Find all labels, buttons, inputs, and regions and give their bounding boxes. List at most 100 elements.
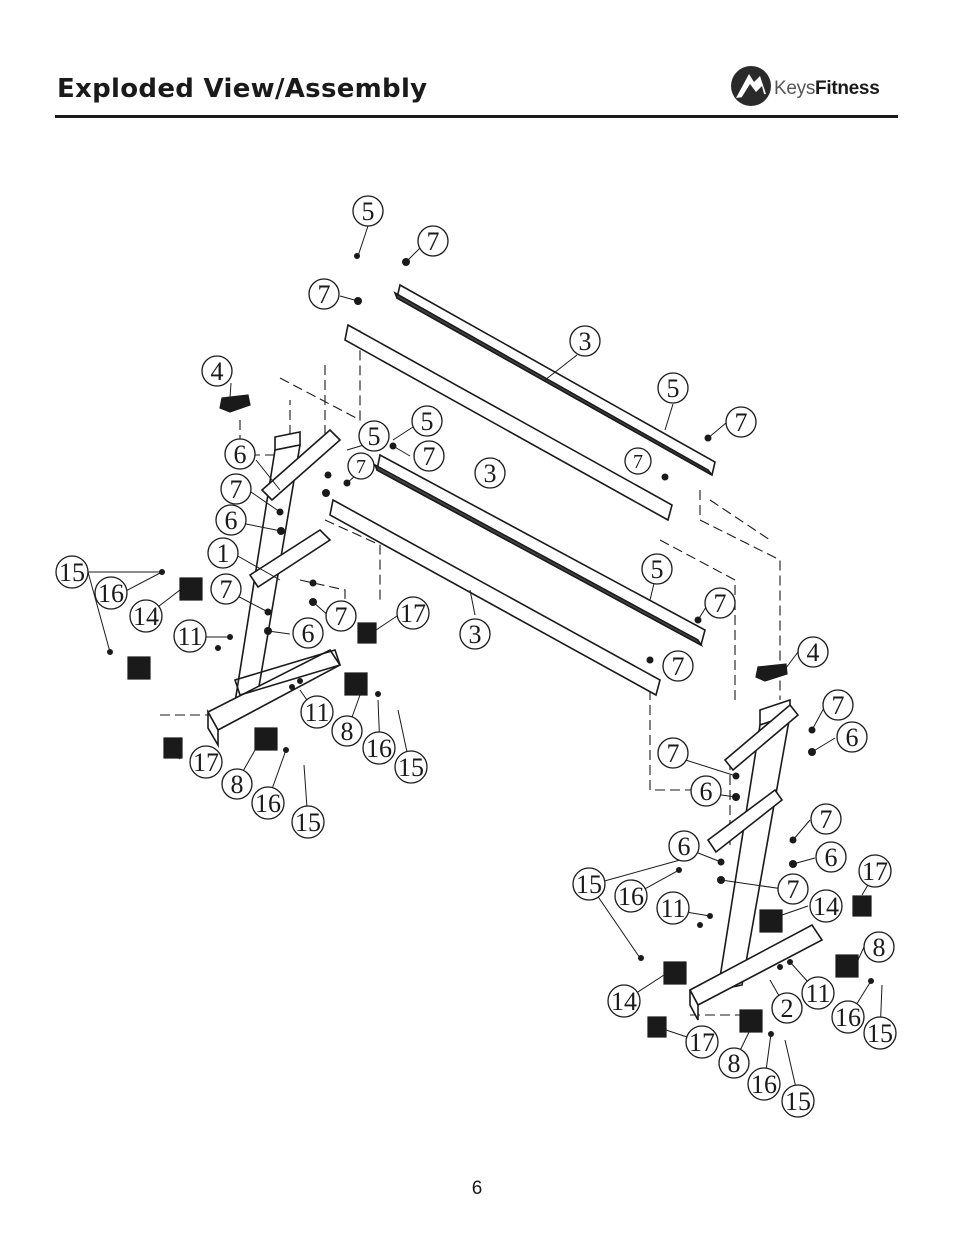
svg-text:5: 5 <box>362 197 375 226</box>
svg-text:7: 7 <box>335 602 348 631</box>
svg-text:7: 7 <box>735 408 748 437</box>
callout-c15: 7 <box>220 473 252 505</box>
svg-text:8: 8 <box>728 1049 741 1078</box>
callout-c8: 5 <box>411 405 443 437</box>
callout-c44: 6 <box>668 830 700 862</box>
svg-text:15: 15 <box>785 1087 811 1116</box>
svg-text:7: 7 <box>820 805 833 834</box>
callout-c50: 11 <box>656 891 690 925</box>
callout-c6: 5 <box>657 372 689 404</box>
svg-text:7: 7 <box>633 451 643 473</box>
brand-name-bold: Fitness <box>815 78 880 99</box>
callout-c61: 15 <box>781 1084 815 1118</box>
svg-text:17: 17 <box>193 748 219 777</box>
callout-c56: 16 <box>831 1000 865 1034</box>
svg-text:1: 1 <box>217 539 230 568</box>
svg-text:8: 8 <box>341 717 354 746</box>
svg-text:5: 5 <box>651 555 664 584</box>
brand-name-light: Keys <box>774 78 816 99</box>
svg-text:7: 7 <box>667 739 680 768</box>
callout-c42: 6 <box>690 775 722 807</box>
callout-c40: 6 <box>836 721 868 753</box>
svg-text:15: 15 <box>398 753 424 782</box>
svg-text:3: 3 <box>579 327 592 356</box>
svg-text:6: 6 <box>846 723 859 752</box>
callout-c2: 7 <box>417 225 449 257</box>
callout-c20: 7 <box>210 573 242 605</box>
svg-text:6: 6 <box>225 506 238 535</box>
callout-c21: 14 <box>129 599 163 633</box>
callout-c16: 6 <box>215 504 247 536</box>
svg-text:3: 3 <box>484 459 497 488</box>
svg-text:4: 4 <box>807 638 820 667</box>
svg-text:3: 3 <box>469 620 482 649</box>
svg-text:14: 14 <box>133 602 159 631</box>
callout-c58: 17 <box>685 1025 719 1059</box>
callout-c19: 16 <box>94 576 128 610</box>
callout-c35: 17 <box>189 745 223 779</box>
callout-c11: 7 <box>624 447 652 475</box>
svg-text:17: 17 <box>862 857 888 886</box>
callout-c5: 4 <box>201 355 233 387</box>
callout-c18: 15 <box>55 555 89 589</box>
callout-c3: 7 <box>308 278 340 310</box>
page-number: 6 <box>471 1178 483 1199</box>
svg-text:11: 11 <box>177 622 202 651</box>
svg-text:7: 7 <box>832 691 845 720</box>
svg-text:8: 8 <box>231 770 244 799</box>
callout-c41: 7 <box>657 737 689 769</box>
svg-text:4: 4 <box>211 357 224 386</box>
svg-text:7: 7 <box>672 652 685 681</box>
svg-text:7: 7 <box>427 227 440 256</box>
callout-c45: 6 <box>815 841 847 873</box>
rail-lower <box>329 498 661 697</box>
svg-text:11: 11 <box>304 698 329 727</box>
svg-text:14: 14 <box>611 987 637 1016</box>
callout-c23: 7 <box>704 587 736 619</box>
rail-upper <box>393 283 716 477</box>
callout-c57: 15 <box>863 1016 897 1050</box>
end-caps <box>127 394 872 1038</box>
svg-text:11: 11 <box>660 894 685 923</box>
svg-text:7: 7 <box>220 575 233 604</box>
callout-c22: 5 <box>641 553 673 585</box>
svg-text:6: 6 <box>678 832 691 861</box>
callout-c4: 3 <box>569 325 601 357</box>
callout-c39: 7 <box>822 689 854 721</box>
svg-text:15: 15 <box>59 558 85 587</box>
rail-middle-upper <box>344 323 673 522</box>
callout-c30: 7 <box>662 650 694 682</box>
svg-text:16: 16 <box>618 882 644 911</box>
callout-c37: 16 <box>251 786 285 820</box>
callout-c28: 3 <box>459 618 491 650</box>
brand-name: KeysFitness <box>774 78 880 100</box>
callout-c53: 14 <box>607 984 641 1018</box>
svg-text:6: 6 <box>825 843 838 872</box>
svg-text:7: 7 <box>787 875 800 904</box>
callout-c9: 5 <box>358 420 390 452</box>
svg-text:16: 16 <box>366 734 392 763</box>
callout-c31: 11 <box>300 695 334 729</box>
svg-text:7: 7 <box>356 456 366 478</box>
svg-text:15: 15 <box>867 1019 893 1048</box>
svg-text:8: 8 <box>873 933 886 962</box>
callout-c1: 5 <box>352 195 384 227</box>
svg-text:7: 7 <box>714 589 727 618</box>
header-rule <box>55 115 898 118</box>
callout-c14: 7 <box>347 452 375 480</box>
svg-text:17: 17 <box>689 1028 715 1057</box>
svg-text:5: 5 <box>368 422 381 451</box>
svg-text:6: 6 <box>234 440 247 469</box>
svg-text:6: 6 <box>700 777 713 806</box>
keysfitness-logo-icon <box>731 66 771 106</box>
callout-c38: 15 <box>291 805 325 839</box>
svg-text:17: 17 <box>400 599 426 628</box>
callout-c27: 17 <box>396 596 430 630</box>
callout-c32: 8 <box>331 715 363 747</box>
svg-text:5: 5 <box>421 407 434 436</box>
callout-c36: 8 <box>221 768 253 800</box>
callout-c43: 7 <box>810 803 842 835</box>
svg-text:7: 7 <box>423 442 436 471</box>
callout-c60: 16 <box>747 1067 781 1101</box>
